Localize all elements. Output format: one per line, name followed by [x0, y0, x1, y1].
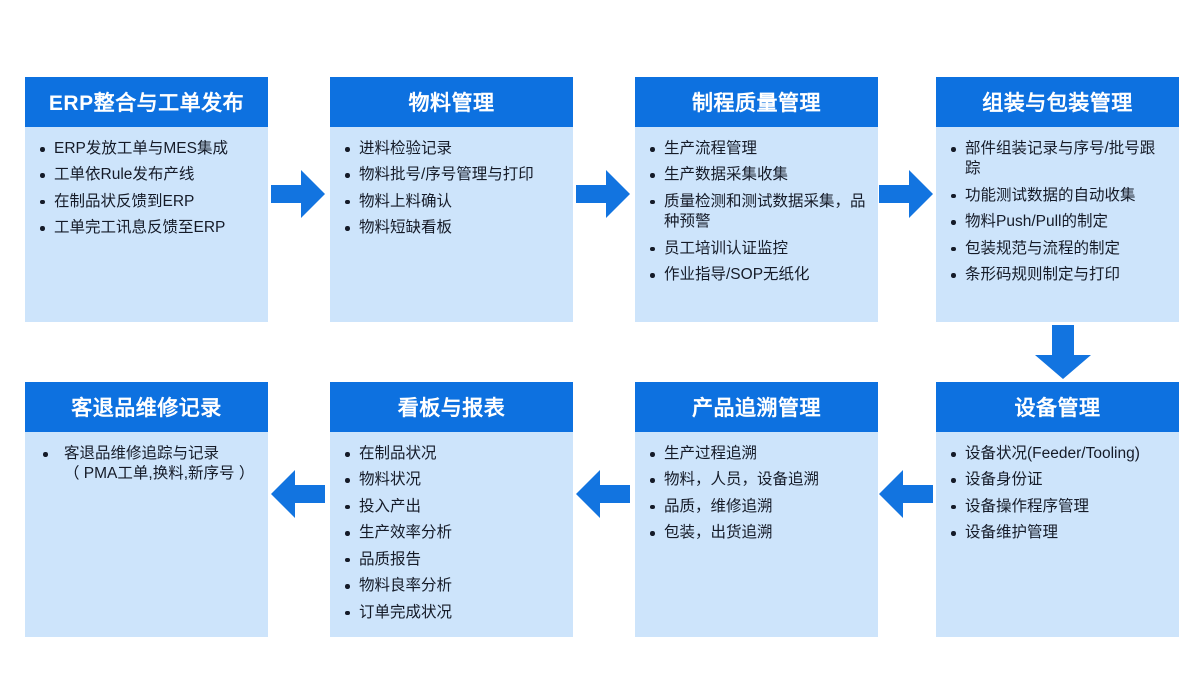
bullet-list-product-traceability-management: 生产过程追溯 物料，人员，设备追溯 品质，维修追溯 包装，出货追溯: [643, 444, 868, 544]
bullet-list-erp-integration: ERP发放工单与MES集成 工单依Rule发布产线 在制品状反馈到ERP 工单完…: [33, 139, 258, 239]
list-item: 物料Push/Pull的制定: [944, 212, 1169, 232]
list-item: 包装规范与流程的制定: [944, 239, 1169, 259]
list-item: 生产数据采集收集: [643, 165, 868, 185]
arrow-right-icon: [879, 170, 933, 218]
list-item: 物料状况: [338, 470, 563, 490]
arrow-right-icon: [576, 170, 630, 218]
list-item: 物料良率分析: [338, 576, 563, 596]
list-item: 订单完成状况: [338, 603, 563, 623]
card-title-material-management: 物料管理: [330, 77, 573, 127]
list-item: ERP发放工单与MES集成: [33, 139, 258, 159]
arrow-left-icon: [271, 470, 325, 518]
list-item: 员工培训认证监控: [643, 239, 868, 259]
card-title-assembly-packaging-management: 组装与包装管理: [936, 77, 1179, 127]
list-item: 在制品状反馈到ERP: [33, 192, 258, 212]
list-item: 进料检验记录: [338, 139, 563, 159]
card-customer-return-repair-record[interactable]: 客退品维修记录 客退品维修追踪与记录 （ PMA工单,换料,新序号 ）: [25, 382, 268, 637]
bullet-list-material-management: 进料检验记录 物料批号/序号管理与打印 物料上料确认 物料短缺看板: [338, 139, 563, 239]
card-body-customer-return-repair-record: 客退品维修追踪与记录 （ PMA工单,换料,新序号 ）: [25, 432, 268, 637]
list-item: 功能测试数据的自动收集: [944, 186, 1169, 206]
card-equipment-management[interactable]: 设备管理 设备状况(Feeder/Tooling) 设备身份证 设备操作程序管理…: [936, 382, 1179, 637]
card-body-erp-integration: ERP发放工单与MES集成 工单依Rule发布产线 在制品状反馈到ERP 工单完…: [25, 127, 268, 322]
card-kanban-reports[interactable]: 看板与报表 在制品状况 物料状况 投入产出 生产效率分析 品质报告 物料良率分析…: [330, 382, 573, 637]
list-item: 物料短缺看板: [338, 218, 563, 238]
card-material-management[interactable]: 物料管理 进料检验记录 物料批号/序号管理与打印 物料上料确认 物料短缺看板: [330, 77, 573, 322]
arrow-left-icon: [879, 470, 933, 518]
card-body-assembly-packaging-management: 部件组装记录与序号/批号跟踪 功能测试数据的自动收集 物料Push/Pull的制…: [936, 127, 1179, 322]
card-title-process-quality-management: 制程质量管理: [635, 77, 878, 127]
card-body-process-quality-management: 生产流程管理 生产数据采集收集 质量检测和测试数据采集，品种预警 员工培训认证监…: [635, 127, 878, 322]
card-title-kanban-reports: 看板与报表: [330, 382, 573, 432]
list-item: 品质，维修追溯: [643, 497, 868, 517]
card-title-customer-return-repair-record: 客退品维修记录: [25, 382, 268, 432]
bullet-list-kanban-reports: 在制品状况 物料状况 投入产出 生产效率分析 品质报告 物料良率分析 订单完成状…: [338, 444, 563, 623]
list-item: 在制品状况: [338, 444, 563, 464]
arrow-down-icon: [1035, 325, 1091, 379]
card-body-material-management: 进料检验记录 物料批号/序号管理与打印 物料上料确认 物料短缺看板: [330, 127, 573, 322]
card-erp-integration[interactable]: ERP整合与工单发布 ERP发放工单与MES集成 工单依Rule发布产线 在制品…: [25, 77, 268, 322]
card-product-traceability-management[interactable]: 产品追溯管理 生产过程追溯 物料，人员，设备追溯 品质，维修追溯 包装，出货追溯: [635, 382, 878, 637]
list-item: 作业指导/SOP无纸化: [643, 265, 868, 285]
card-title-equipment-management: 设备管理: [936, 382, 1179, 432]
bullet-list-process-quality-management: 生产流程管理 生产数据采集收集 质量检测和测试数据采集，品种预警 员工培训认证监…: [643, 139, 868, 286]
list-item: 物料，人员，设备追溯: [643, 470, 868, 490]
list-item: 客退品维修追踪与记录 （ PMA工单,换料,新序号 ）: [33, 444, 258, 485]
list-item: 品质报告: [338, 550, 563, 570]
list-item: 物料批号/序号管理与打印: [338, 165, 563, 185]
list-item: 条形码规则制定与打印: [944, 265, 1169, 285]
card-body-equipment-management: 设备状况(Feeder/Tooling) 设备身份证 设备操作程序管理 设备维护…: [936, 432, 1179, 637]
card-process-quality-management[interactable]: 制程质量管理 生产流程管理 生产数据采集收集 质量检测和测试数据采集，品种预警 …: [635, 77, 878, 322]
list-item: 投入产出: [338, 497, 563, 517]
card-assembly-packaging-management[interactable]: 组装与包装管理 部件组装记录与序号/批号跟踪 功能测试数据的自动收集 物料Pus…: [936, 77, 1179, 322]
list-item: 设备身份证: [944, 470, 1169, 490]
card-title-product-traceability-management: 产品追溯管理: [635, 382, 878, 432]
list-item: 物料上料确认: [338, 192, 563, 212]
list-item: 工单依Rule发布产线: [33, 165, 258, 185]
card-body-product-traceability-management: 生产过程追溯 物料，人员，设备追溯 品质，维修追溯 包装，出货追溯: [635, 432, 878, 637]
bullet-list-equipment-management: 设备状况(Feeder/Tooling) 设备身份证 设备操作程序管理 设备维护…: [944, 444, 1169, 544]
list-item: 设备操作程序管理: [944, 497, 1169, 517]
list-item: 包装，出货追溯: [643, 523, 868, 543]
list-item: 生产过程追溯: [643, 444, 868, 464]
list-item: 生产效率分析: [338, 523, 563, 543]
list-item: 部件组装记录与序号/批号跟踪: [944, 139, 1169, 180]
list-item: 设备状况(Feeder/Tooling): [944, 444, 1169, 464]
list-item: 质量检测和测试数据采集，品种预警: [643, 192, 868, 233]
list-item: 设备维护管理: [944, 523, 1169, 543]
arrow-right-icon: [271, 170, 325, 218]
list-item: 工单完工讯息反馈至ERP: [33, 218, 258, 238]
arrow-left-icon: [576, 470, 630, 518]
bullet-list-customer-return-repair-record: 客退品维修追踪与记录 （ PMA工单,换料,新序号 ）: [33, 444, 258, 485]
bullet-list-assembly-packaging-management: 部件组装记录与序号/批号跟踪 功能测试数据的自动收集 物料Push/Pull的制…: [944, 139, 1169, 286]
list-item: 生产流程管理: [643, 139, 868, 159]
card-title-erp-integration: ERP整合与工单发布: [25, 77, 268, 127]
card-body-kanban-reports: 在制品状况 物料状况 投入产出 生产效率分析 品质报告 物料良率分析 订单完成状…: [330, 432, 573, 637]
